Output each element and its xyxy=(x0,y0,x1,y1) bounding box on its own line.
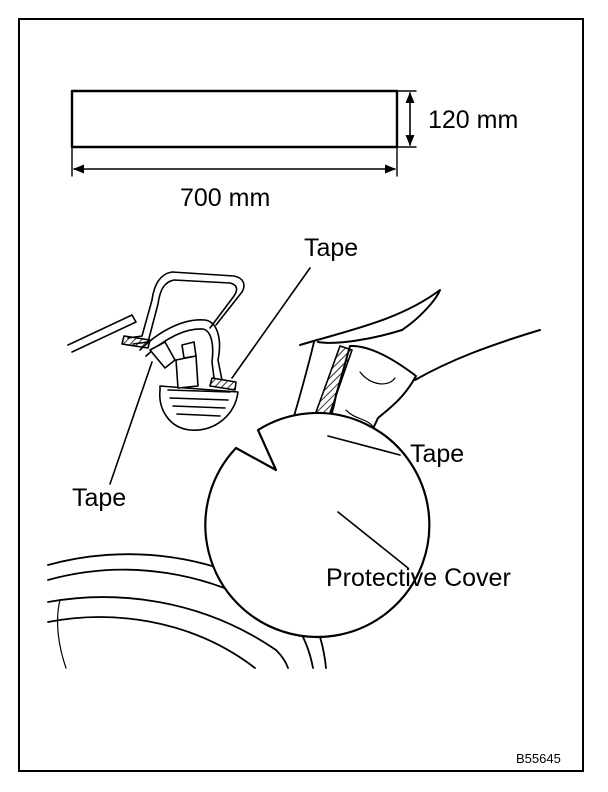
label-tape-top: Tape xyxy=(304,234,359,262)
leader-tape-right xyxy=(327,435,401,456)
height-dimension-label: 120 mm xyxy=(428,106,519,134)
cover-strip-rect xyxy=(70,89,399,149)
width-dimension-label: 700 mm xyxy=(180,184,271,212)
leader-tape-top xyxy=(231,267,311,379)
label-tape-left: Tape xyxy=(72,484,127,512)
leader-tape-left xyxy=(109,361,153,485)
figure-code: B55645 xyxy=(516,751,561,766)
figure-border xyxy=(18,18,584,772)
label-protective-cover: Protective Cover xyxy=(326,564,511,592)
label-tape-right: Tape xyxy=(410,440,465,468)
detail-bubble xyxy=(204,411,431,639)
detail-molding xyxy=(67,271,245,431)
vehicle-body xyxy=(299,289,541,381)
leader-protective-cover xyxy=(337,511,409,569)
